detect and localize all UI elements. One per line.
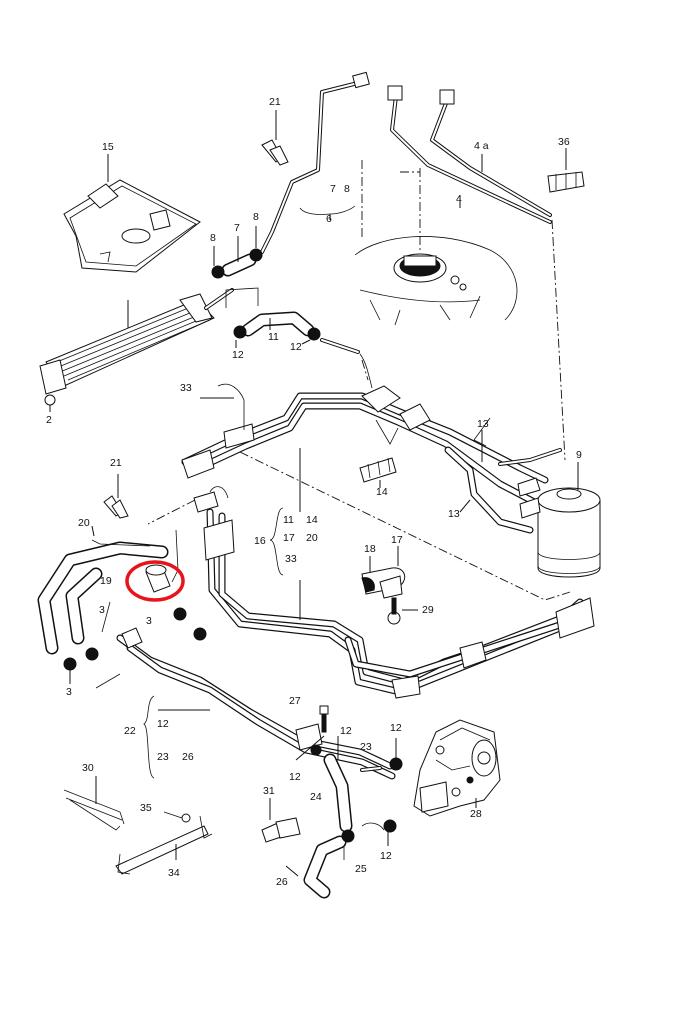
label-11: 11 [283,514,294,526]
clip-14 [359,457,397,488]
clip-21-top [261,110,289,166]
label-12: 12 [380,850,392,862]
label-23: 23 [157,751,169,763]
main-pipe-bundle [181,353,549,534]
label-26: 26 [276,876,288,888]
label-22: 22 [124,725,136,737]
label-20: 20 [78,517,90,529]
strap-30 [63,776,125,831]
label-12: 12 [390,722,402,734]
label-12: 12 [157,718,169,730]
label-18: 18 [364,543,376,555]
bolt-29 [387,597,418,625]
label-24: 24 [310,791,322,803]
label-17: 17 [391,534,403,546]
hose-7-8-upper [211,205,356,279]
label-12: 12 [340,725,352,737]
bolt-27 [319,705,329,733]
label-8: 8 [253,211,259,223]
clip-36 [547,148,585,193]
hard-lines-top [260,71,552,254]
leader-lines [91,154,483,877]
label-3: 3 [99,604,105,616]
strap-34-35 [115,811,213,875]
label-17: 17 [283,532,295,544]
label-21: 21 [269,96,281,108]
label-12: 12 [232,349,244,361]
clip-21-mid [103,474,129,519]
label-13: 13 [448,508,460,520]
bracket-16 [269,448,301,620]
clip-18-17 [361,546,406,599]
label-28: 28 [470,808,482,820]
fuel-tank-outline [354,160,518,326]
label-2: 2 [46,414,52,426]
label-26: 26 [182,751,194,763]
clip-31 [261,798,301,843]
label-4a: 4 a [474,140,489,152]
label-7: 7 [234,222,240,234]
label-12: 12 [290,341,302,353]
label-14: 14 [306,514,318,526]
label-21: 21 [110,457,122,469]
label-6: 6 [326,213,332,225]
label-3: 3 [146,615,152,627]
label-3: 3 [66,686,72,698]
label-23: 23 [360,741,372,753]
label-9: 9 [576,449,582,461]
label-35: 35 [140,802,152,814]
label-12: 12 [289,771,301,783]
label-16: 16 [254,535,266,547]
label-7: 7 [330,183,336,195]
lower-pipe-bundle [95,627,396,780]
label-20: 20 [306,532,318,544]
label-31: 31 [263,785,275,797]
pump-28 [413,719,501,817]
hose-11-lower [225,287,360,354]
label-33: 33 [285,553,297,565]
highlighted-part [125,560,185,602]
part-number-labels: 21 36 4 a 4 15 7 8 6 7 8 8 11 12 12 2 33… [46,96,582,888]
label-29: 29 [422,604,434,616]
label-34: 34 [168,867,180,879]
label-13: 13 [477,418,489,430]
fuel-filter-9 [498,448,601,578]
hose-24-25-26 [303,744,385,899]
label-30: 30 [82,762,94,774]
label-8: 8 [344,183,350,195]
label-19: 19 [100,575,112,587]
label-14: 14 [376,486,388,498]
label-8: 8 [210,232,216,244]
clamps-12-pump [360,738,403,846]
cover-plate-15 [63,154,201,273]
label-4: 4 [456,193,462,205]
label-25: 25 [355,863,367,875]
label-27: 27 [289,695,301,707]
lines-17-20 [193,486,595,699]
label-11: 11 [268,331,279,343]
hoses-19-20 [37,529,207,684]
dashed-reference-lines [147,219,571,601]
label-33: 33 [180,382,192,394]
label-15: 15 [102,141,114,153]
label-36: 36 [558,136,570,148]
fuel-cooler-11 [39,288,234,412]
